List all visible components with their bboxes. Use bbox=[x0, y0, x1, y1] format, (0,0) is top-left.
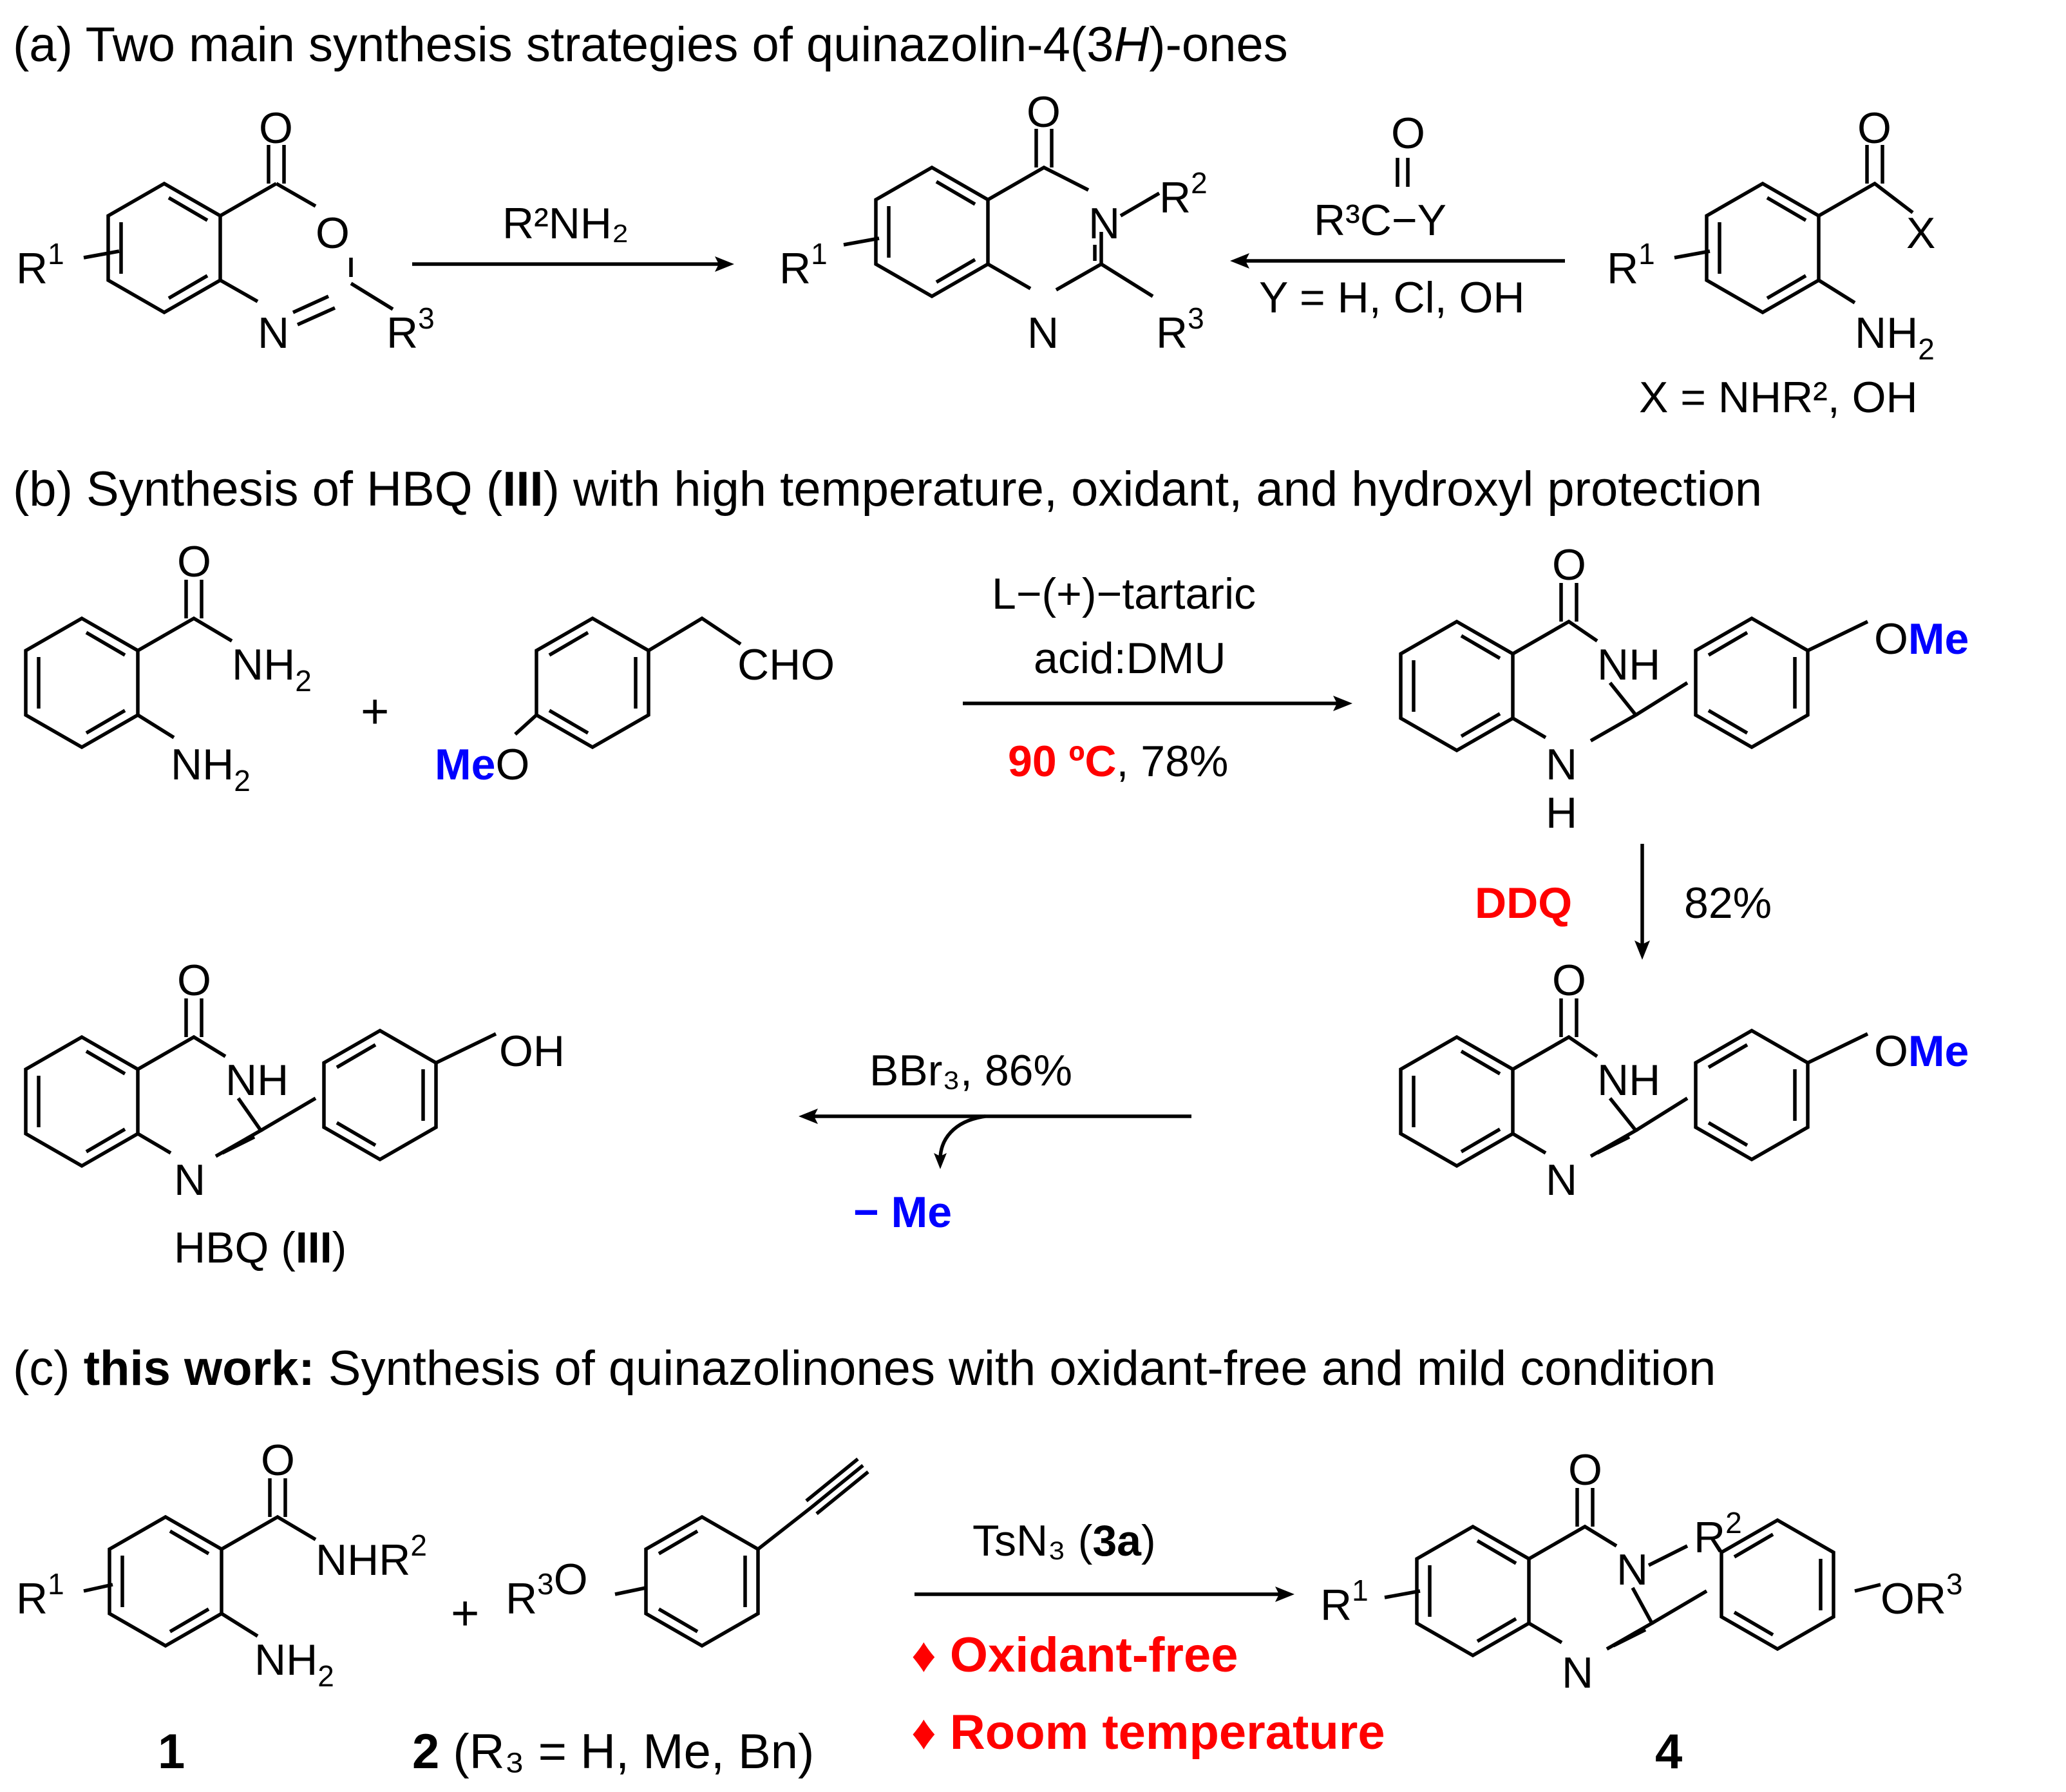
svg-text:R1: R1 bbox=[779, 237, 828, 293]
reagent-acyl-note: Y = H, Cl, OH bbox=[1259, 273, 1525, 322]
svg-text:R3: R3 bbox=[386, 301, 435, 357]
anthranilamide: O NH2 NH2 bbox=[24, 537, 312, 797]
svg-text:NH2: NH2 bbox=[232, 640, 312, 698]
reagent-amine: R²NH₂ bbox=[502, 199, 629, 248]
svg-text:NH: NH bbox=[1597, 640, 1660, 689]
cond-line1: L−(+)−tartaric bbox=[992, 569, 1256, 618]
svg-text:H: H bbox=[1546, 788, 1577, 837]
svg-text:O: O bbox=[259, 104, 293, 153]
label-4: 4 bbox=[1655, 1724, 1682, 1779]
svg-text:O: O bbox=[1857, 104, 1891, 153]
svg-text:OMe: OMe bbox=[1874, 1027, 1969, 1076]
section-b-title: (b) Synthesis of HBQ (III) with high tem… bbox=[13, 462, 1762, 517]
svg-text:+: + bbox=[451, 1586, 479, 1641]
start-note: X = NHR², OH bbox=[1639, 373, 1918, 422]
svg-text:NH2: NH2 bbox=[1855, 309, 1935, 366]
svg-text:R3: R3 bbox=[1156, 301, 1204, 357]
svg-text:O: O bbox=[261, 1436, 295, 1485]
dihydroquinazolinone: O NH N H OMe bbox=[1399, 540, 1969, 837]
svg-text:N: N bbox=[1546, 1156, 1577, 1205]
svg-text:OH: OH bbox=[499, 1027, 565, 1076]
hbq-label: HBQ (III) bbox=[174, 1223, 346, 1272]
section-c-title: (c) this work: Synthesis of quinazolinon… bbox=[13, 1341, 1716, 1396]
svg-text:O: O bbox=[1391, 109, 1425, 158]
oxid-yield: 82% bbox=[1684, 879, 1772, 928]
svg-text:N: N bbox=[258, 309, 289, 357]
svg-text:NH2: NH2 bbox=[171, 740, 251, 797]
svg-text:O: O bbox=[1552, 540, 1586, 589]
svg-text:+: + bbox=[361, 684, 389, 739]
reagent-c: TsN₃ (3a) bbox=[972, 1516, 1156, 1565]
svg-text:R2: R2 bbox=[1159, 166, 1208, 222]
product-4: O N R2 N OR3 R1 bbox=[1320, 1445, 1963, 1697]
svg-text:N: N bbox=[1088, 199, 1120, 248]
svg-text:R2: R2 bbox=[1694, 1506, 1742, 1562]
hbq-product: O NH N OH bbox=[24, 956, 565, 1205]
methoxyphenylacetaldehyde: CHO MeO bbox=[435, 616, 835, 789]
svg-text:R1: R1 bbox=[1607, 237, 1655, 293]
svg-text:O: O bbox=[1027, 88, 1061, 137]
oxidant: DDQ bbox=[1475, 879, 1572, 928]
svg-text:R1: R1 bbox=[1320, 1574, 1369, 1630]
svg-text:N: N bbox=[1546, 740, 1577, 789]
svg-text:N: N bbox=[1616, 1545, 1648, 1594]
anthranilic-start: O X NH2 R1 bbox=[1607, 104, 1935, 366]
label-2: 2 (R₃ = H, Me, Bn) bbox=[412, 1724, 814, 1779]
svg-text:MeO: MeO bbox=[435, 740, 529, 789]
svg-text:X: X bbox=[1906, 209, 1935, 258]
compound-1: O NHR2 NH2 R1 bbox=[16, 1436, 427, 1693]
methoxy-quinazolinone: O NH N OMe bbox=[1399, 956, 1969, 1205]
svg-text:O: O bbox=[177, 537, 211, 586]
svg-text:NH: NH bbox=[1597, 1056, 1660, 1105]
svg-text:N: N bbox=[1027, 309, 1059, 357]
feature-room-temp: ♦ Room temperature bbox=[911, 1705, 1385, 1760]
svg-text:CHO: CHO bbox=[737, 640, 835, 689]
svg-text:N: N bbox=[174, 1156, 205, 1205]
svg-text:O: O bbox=[1568, 1445, 1602, 1494]
cond-line2: acid:DMU bbox=[1034, 634, 1226, 683]
cond-temp-yield: 90 ºC, 78% bbox=[1008, 737, 1228, 786]
svg-text:O: O bbox=[316, 209, 350, 258]
feature-oxidant-free: ♦ Oxidant-free bbox=[911, 1628, 1238, 1682]
deprot-reagent: BBr₃, 86% bbox=[869, 1046, 1072, 1095]
svg-text:N: N bbox=[1562, 1648, 1593, 1697]
svg-text:O: O bbox=[177, 956, 211, 1005]
label-1: 1 bbox=[158, 1724, 185, 1779]
svg-text:NHR2: NHR2 bbox=[316, 1529, 427, 1585]
deprot-loss: − Me bbox=[853, 1188, 952, 1237]
benzoxazinone-structure: O O N R3 R1 bbox=[16, 104, 435, 357]
reagent-acyl: R³C−Y bbox=[1314, 196, 1446, 245]
svg-text:O: O bbox=[1552, 956, 1586, 1005]
section-a-title: (a) Two main synthesis strategies of qui… bbox=[13, 17, 1288, 72]
svg-text:OMe: OMe bbox=[1874, 615, 1969, 663]
svg-text:NH2: NH2 bbox=[254, 1635, 334, 1693]
quinazolinone-core-a: O N R2 N R3 R1 bbox=[779, 88, 1208, 357]
svg-text:OR3: OR3 bbox=[1881, 1567, 1963, 1623]
svg-text:R1: R1 bbox=[16, 237, 64, 293]
svg-text:NH: NH bbox=[225, 1056, 289, 1105]
compound-2: R3O bbox=[506, 1457, 869, 1648]
svg-text:R1: R1 bbox=[16, 1567, 64, 1623]
svg-text:R3O: R3O bbox=[506, 1555, 588, 1623]
